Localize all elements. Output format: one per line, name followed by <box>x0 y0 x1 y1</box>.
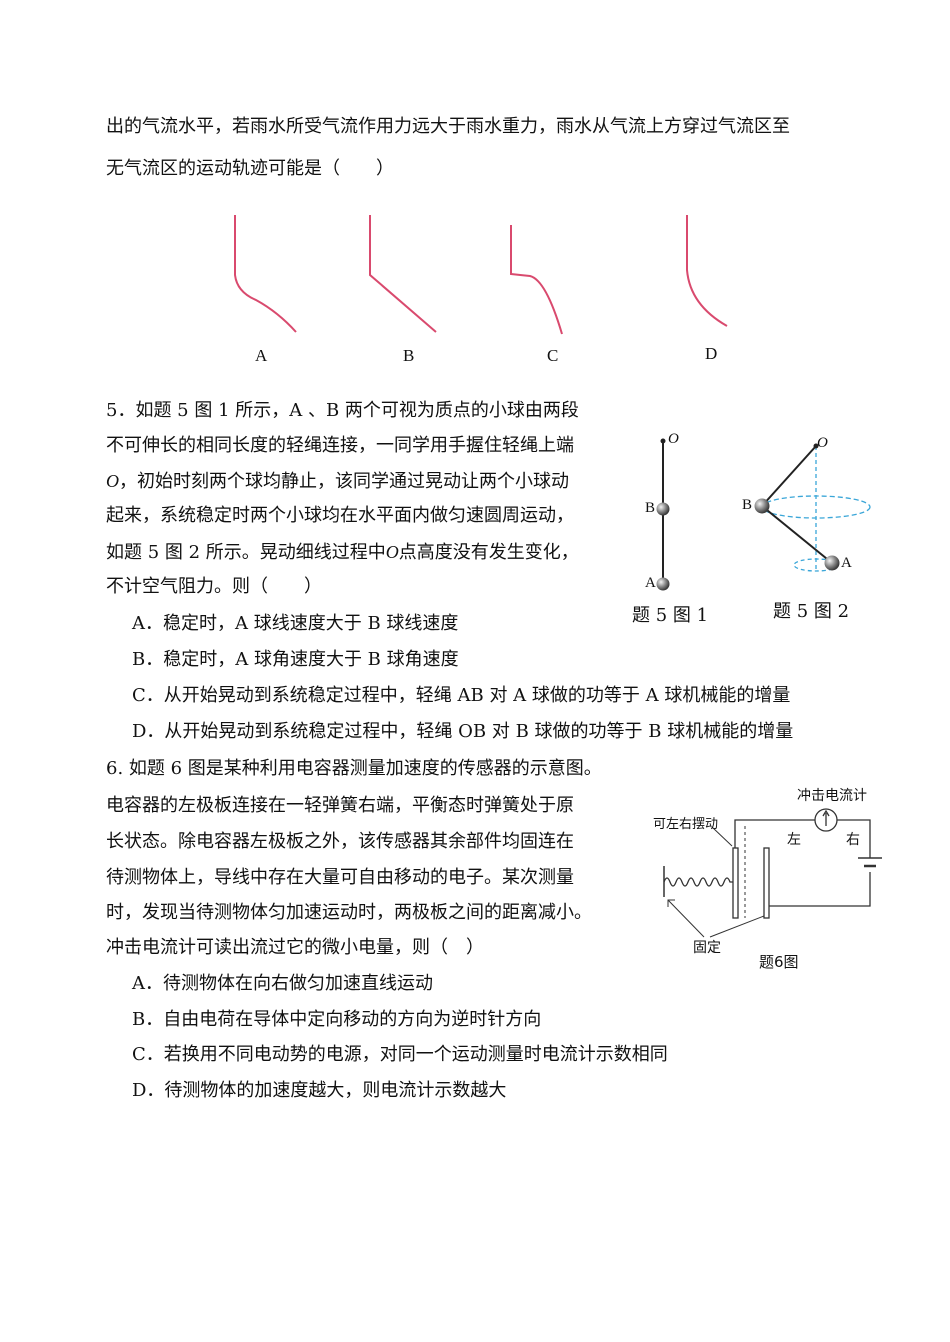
q6-circuit-figure <box>663 808 882 938</box>
q5-option-a: A．稳定时，A 球线速度大于 B 球线速度 <box>132 613 459 634</box>
fig2-ball-a <box>824 555 840 571</box>
q4-text-line-2: 无气流区的运动轨迹可能是（ ） <box>106 158 394 179</box>
fig1-point-o <box>660 438 666 444</box>
q4-text-line-1: 出的气流水平，若雨水所受气流作用力远大于雨水重力，雨水从气流上方穿过气流区至 <box>106 116 790 137</box>
fig1-ball-a <box>656 577 670 591</box>
galvanometer-label: 冲击电流计 <box>797 788 867 804</box>
q6-text-line-1: 6. 如题 6 图是某种利用电容器测量加速度的传感器的示意图。 <box>106 758 602 779</box>
q6-option-d: D．待测物体的加速度越大，则电流计示数越大 <box>132 1080 507 1101</box>
fig1-label-a: A <box>645 575 656 591</box>
point-o-symbol-2: O <box>385 542 399 562</box>
q5-text-line-2: 不可伸长的相同长度的轻绳连接，一同学用手握住轻绳上端 <box>106 435 574 456</box>
trajectory-label-a: A <box>255 346 268 365</box>
fig1-label-o: O <box>668 431 679 447</box>
trajectory-c <box>510 225 563 335</box>
movable-plate-label: 可左右摆动 <box>653 817 719 832</box>
q5-option-d: D．从开始晃动到系统稳定过程中，轻绳 OB 对 B 球做的功等于 B 球机械能的… <box>132 721 794 742</box>
q5-text-line-5: 如题 5 图 2 所示。晃动细线过程中O点高度没有发生变化， <box>106 540 579 565</box>
fig1-ball-b <box>656 502 670 516</box>
q5-text-line-3-rest: ，初始时刻两个球均静止，该同学通过晃动让两个小球动 <box>119 471 569 492</box>
q5-text-line-6: 不计空气阻力。则（ ） <box>106 576 322 597</box>
q5-figure-2 <box>754 443 871 572</box>
q6-text-line-6: 冲击电流计可读出流过它的微小电量，则（ ） <box>106 937 484 958</box>
q5-text-line-4: 起来，系统稳定时两个小球均在水平面内做匀速圆周运动， <box>106 505 574 526</box>
fixed-label: 固定 <box>693 940 721 956</box>
q6-option-c: C．若换用不同电动势的电源，对同一个运动测量时电流计示数相同 <box>132 1044 668 1065</box>
trajectory-label-d: D <box>705 344 718 363</box>
fig1-caption: 题 5 图 1 <box>632 605 709 626</box>
trajectory-d <box>686 215 728 327</box>
trajectory-label-b: B <box>403 346 415 365</box>
q6-text-line-5: 时，发现当待测物体匀加速运动时，两极板之间的距离减小。 <box>106 902 592 923</box>
q5-option-b: B．稳定时，A 球角速度大于 B 球角速度 <box>132 649 459 670</box>
q6-option-b: B．自由电荷在导体中定向移动的方向为逆时针方向 <box>132 1009 542 1030</box>
q6-text-line-2: 电容器的左极板连接在一轻弹簧右端，平衡态时弹簧处于原 <box>106 795 574 816</box>
trajectory-label-c: C <box>547 346 559 365</box>
q5-text-line-1: 5．如题 5 图 1 所示，A 、B 两个可视为质点的小球由两段 <box>106 400 579 421</box>
fig2-label-b: B <box>742 497 753 513</box>
q4-trajectory-figure <box>234 215 728 335</box>
trajectory-a <box>234 215 297 333</box>
q5-text-line-3: O，初始时刻两个球均静止，该同学通过晃动让两个小球动 <box>106 469 569 494</box>
q5-text-line-5b: 点高度没有发生变化， <box>398 542 579 563</box>
right-terminal-label: 右 <box>846 832 860 848</box>
left-terminal-label: 左 <box>787 832 801 848</box>
q5-option-c: C．从开始晃动到系统稳定过程中，轻绳 AB 对 A 球做的功等于 A 球机械能的… <box>132 685 791 706</box>
q6-text-line-3: 长状态。除电容器左极板之外，该传感器其余部件均固连在 <box>106 831 574 852</box>
right-plate <box>763 847 770 919</box>
fig1-label-b: B <box>645 500 656 516</box>
q6-text-line-4: 待测物体上，导线中存在大量可自由移动的电子。某次测量 <box>106 867 574 888</box>
q5-text-line-5a: 如题 5 图 2 所示。晃动细线过程中 <box>106 542 386 563</box>
trajectory-b <box>369 215 437 333</box>
fig2-point-o <box>813 443 819 449</box>
q6-option-a: A．待测物体在向右做匀加速直线运动 <box>132 973 433 994</box>
point-o-symbol: O <box>106 471 119 491</box>
fig2-label-a: A <box>841 555 852 571</box>
fig2-label-o: O <box>817 435 828 451</box>
fig2-caption: 题 5 图 2 <box>773 601 850 622</box>
fig2-ball-b <box>754 498 770 514</box>
spring <box>663 877 733 887</box>
left-plate <box>732 847 739 919</box>
q6-figure-caption: 题6图 <box>759 953 799 971</box>
q5-figure-1 <box>656 438 670 591</box>
